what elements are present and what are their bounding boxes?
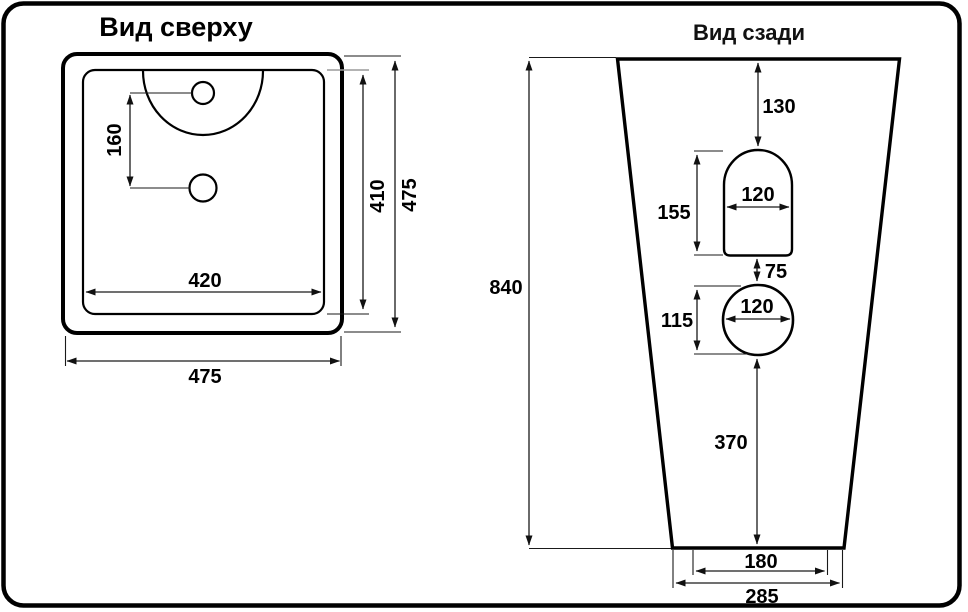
dim-overall-width-label: 475 xyxy=(188,366,221,388)
dim-niche-height-label: 155 xyxy=(657,202,690,224)
overflow-arc xyxy=(141,70,265,137)
sink-inner-basin xyxy=(81,68,326,316)
dim-basin-depth-label: 410 xyxy=(367,179,389,212)
dim-top-to-niche-label: 130 xyxy=(762,96,795,118)
dim-hole-width-label: 120 xyxy=(740,296,773,318)
dim-niche-to-hole-label: 75 xyxy=(765,261,787,283)
dim-hole-height-label: 115 xyxy=(661,310,693,332)
dim-hole-spacing-label: 160 xyxy=(104,123,126,156)
top-view: Вид сверху 160 420 475 410 475 xyxy=(61,12,421,388)
top-view-title: Вид сверху xyxy=(99,12,253,42)
dim-hole-to-floor-label: 370 xyxy=(714,432,747,454)
dim-base-outer-label: 285 xyxy=(745,586,778,608)
pipe-hole xyxy=(721,283,795,357)
pedestal-outline xyxy=(615,57,902,550)
niche-outline xyxy=(722,148,794,257)
sink-outer-rim xyxy=(61,52,344,335)
drain-hole xyxy=(188,173,218,203)
rear-view: Вид сзади 840 130 155 120 75 115 1 xyxy=(489,20,902,608)
dim-overall-depth-label: 475 xyxy=(399,178,421,211)
dim-niche-width-label: 120 xyxy=(741,184,774,206)
rear-view-title: Вид сзади xyxy=(693,20,805,45)
dim-basin-width-label: 420 xyxy=(188,270,221,292)
faucet-hole xyxy=(190,80,216,106)
dim-overall-height-label: 840 xyxy=(489,277,522,299)
dim-base-inner-label: 180 xyxy=(744,551,777,573)
